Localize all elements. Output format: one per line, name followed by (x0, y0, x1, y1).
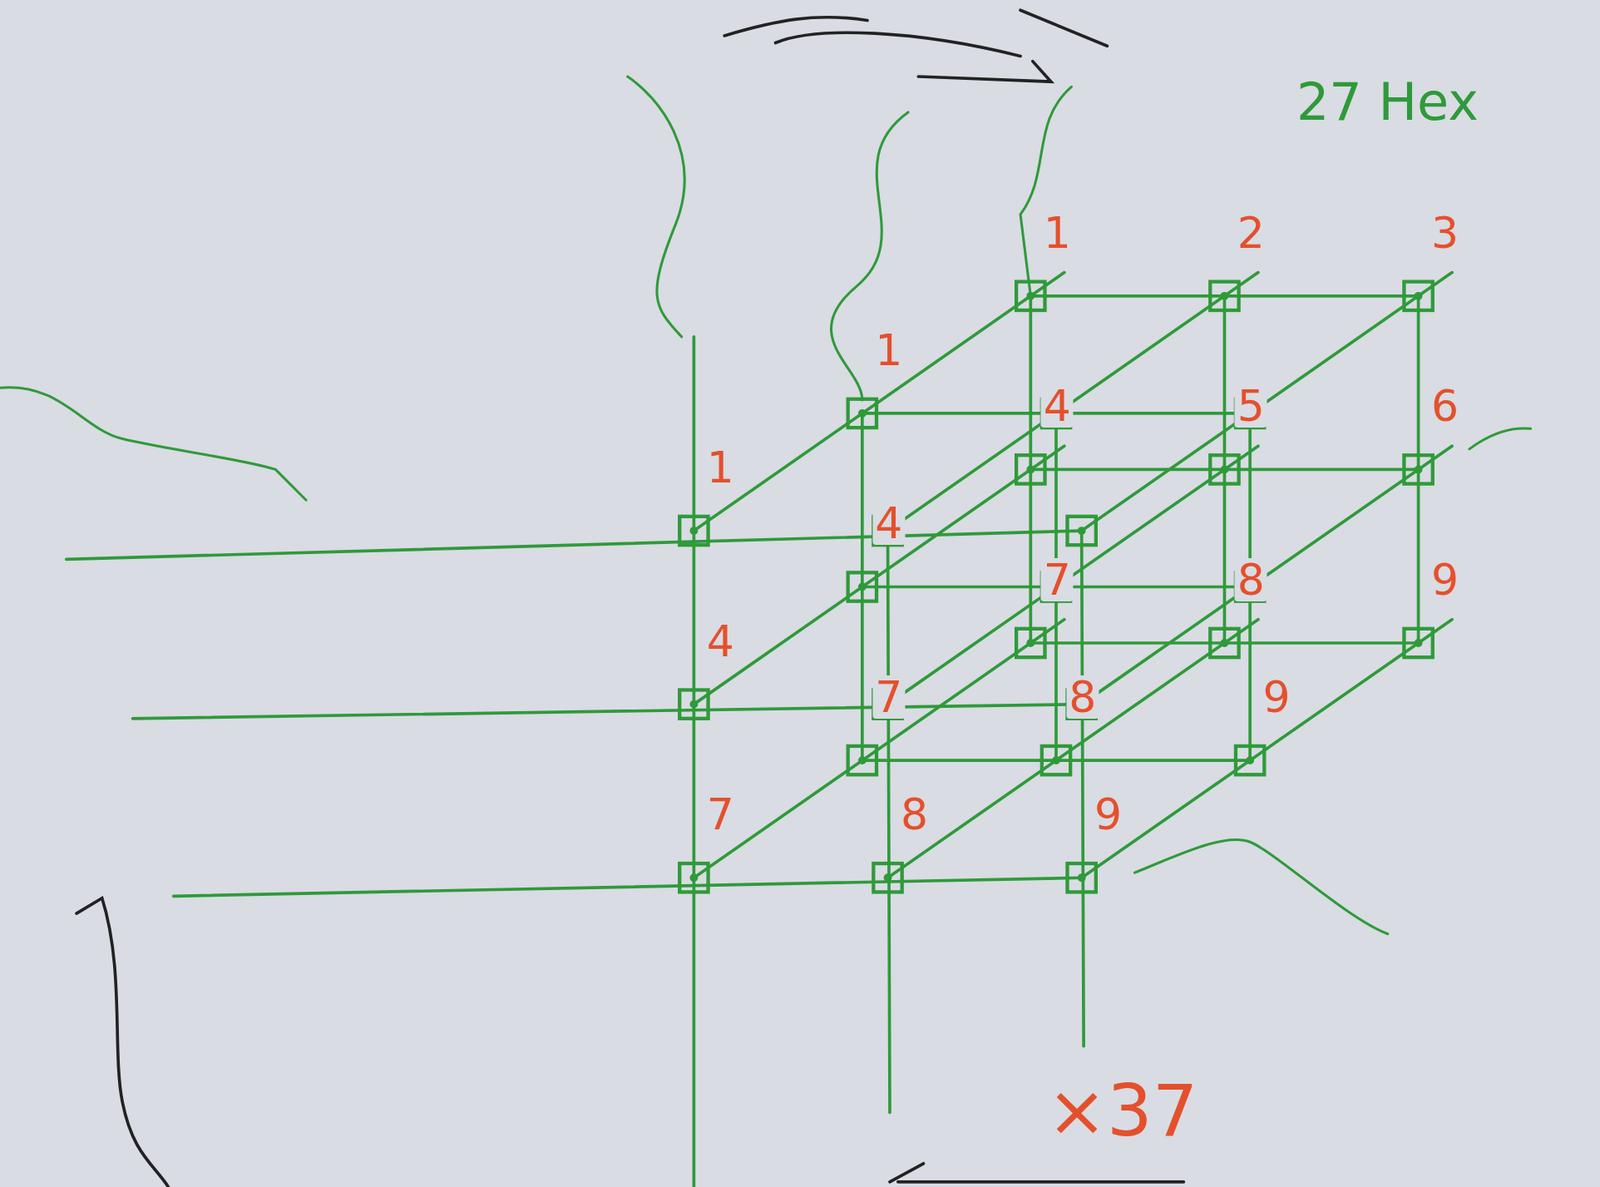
wavy-strokes (0, 76, 1531, 934)
callout-number: 7 (872, 675, 905, 719)
callout-number: 5 (1234, 384, 1268, 428)
callout-number: 1 (872, 328, 905, 372)
vertex-squares (679, 281, 1433, 893)
callout-number: 8 (898, 792, 931, 836)
callout-number: 1 (1041, 211, 1074, 255)
callout-number: 4 (704, 619, 737, 663)
callout-number: 3 (1428, 211, 1462, 255)
multiplier-note: ×37 (1044, 1074, 1201, 1146)
callout-number: 4 (1041, 384, 1074, 428)
callout-number: 7 (1041, 558, 1074, 602)
grid-lines (66, 272, 1452, 1187)
callout-number: 4 (872, 501, 905, 545)
callout-number: 1 (704, 445, 737, 489)
black-strokes (76, 9, 1184, 1187)
callout-number: 2 (1234, 211, 1268, 255)
callout-number: 9 (1428, 558, 1462, 602)
callout-number: 7 (704, 792, 737, 836)
callout-number: 8 (1234, 558, 1268, 602)
callout-number: 9 (1259, 675, 1293, 719)
callout-number: 9 (1091, 792, 1125, 836)
callout-number: 8 (1066, 675, 1099, 719)
callout-number: 6 (1428, 384, 1462, 428)
title-note: 27 Hex (1293, 76, 1482, 129)
